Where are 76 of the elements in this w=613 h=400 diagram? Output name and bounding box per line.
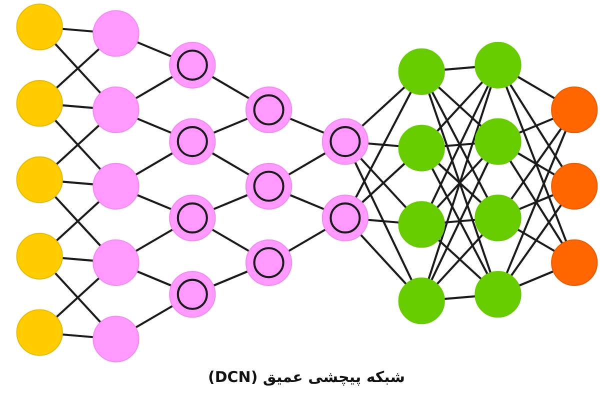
connector-line xyxy=(212,270,248,287)
circle-node xyxy=(92,162,139,210)
connector-line xyxy=(444,295,475,300)
circle-node xyxy=(474,42,521,88)
connector-line xyxy=(288,194,324,210)
ring-circle-node xyxy=(244,86,292,134)
circle-node xyxy=(92,86,139,134)
connector-line xyxy=(287,228,326,252)
ring-circle-node xyxy=(168,271,216,318)
connector-line xyxy=(508,84,563,168)
connector-line xyxy=(367,142,398,148)
connector-line xyxy=(516,152,555,176)
connector-line xyxy=(136,270,172,287)
connector-line xyxy=(62,257,93,262)
ring-circle-node xyxy=(321,118,368,165)
connector-line xyxy=(505,130,566,274)
connector-line xyxy=(516,76,555,100)
circle-node xyxy=(474,271,521,318)
connector-line xyxy=(134,228,173,252)
circle-node xyxy=(550,86,598,134)
connector-line xyxy=(212,118,248,134)
connector-line xyxy=(212,194,248,210)
connector-line xyxy=(367,218,398,224)
circle-node xyxy=(92,10,139,57)
connector-line xyxy=(287,152,326,176)
connector-line xyxy=(359,234,406,285)
circle-node xyxy=(92,316,139,362)
connector-line xyxy=(211,228,250,252)
connector-line xyxy=(444,218,475,224)
circle-node xyxy=(398,278,444,324)
circle-node xyxy=(474,194,521,242)
connector-line xyxy=(518,118,554,134)
ring-circle-node xyxy=(168,194,216,242)
ring-circle-node xyxy=(168,118,216,165)
ring-circle-node xyxy=(244,239,292,286)
connector-line xyxy=(508,160,563,244)
connector-line xyxy=(518,270,554,287)
connector-line xyxy=(444,142,475,148)
circle-node xyxy=(16,4,62,50)
connector-line xyxy=(62,104,93,109)
connector-line xyxy=(504,86,567,242)
connector-line xyxy=(134,304,173,328)
connector-line xyxy=(518,194,554,210)
circle-node xyxy=(16,80,62,127)
connector-line xyxy=(211,152,250,176)
ring-circle-node xyxy=(321,194,368,242)
circle-node xyxy=(16,309,62,356)
circle-node xyxy=(398,124,444,172)
connector-line xyxy=(288,118,324,134)
circle-node xyxy=(16,156,62,204)
connector-line xyxy=(62,180,93,186)
connector-line xyxy=(360,86,405,127)
connector-line xyxy=(136,194,172,210)
connector-line xyxy=(516,228,555,252)
connector-line xyxy=(136,118,172,134)
connector-line xyxy=(62,333,93,338)
circle-node xyxy=(92,239,139,286)
connector-line xyxy=(444,66,475,71)
connector-line xyxy=(62,28,93,33)
connector-line xyxy=(354,91,412,198)
connector-line xyxy=(211,76,250,100)
caption: شبکه پیچشی عمیق (DCN) xyxy=(208,367,406,388)
circle-node xyxy=(398,201,444,248)
circle-node xyxy=(474,118,521,165)
connector-line xyxy=(354,162,412,281)
connector-line xyxy=(510,128,562,200)
connector-line xyxy=(134,76,173,100)
ring-circle-node xyxy=(244,162,292,210)
connector-line xyxy=(134,152,173,176)
circle-node xyxy=(398,48,444,95)
connector-line xyxy=(136,41,172,58)
circle-node xyxy=(550,239,598,286)
connector-line xyxy=(510,204,562,276)
circle-node xyxy=(16,232,62,280)
ring-circle-node xyxy=(168,42,216,88)
circle-node xyxy=(550,162,598,210)
